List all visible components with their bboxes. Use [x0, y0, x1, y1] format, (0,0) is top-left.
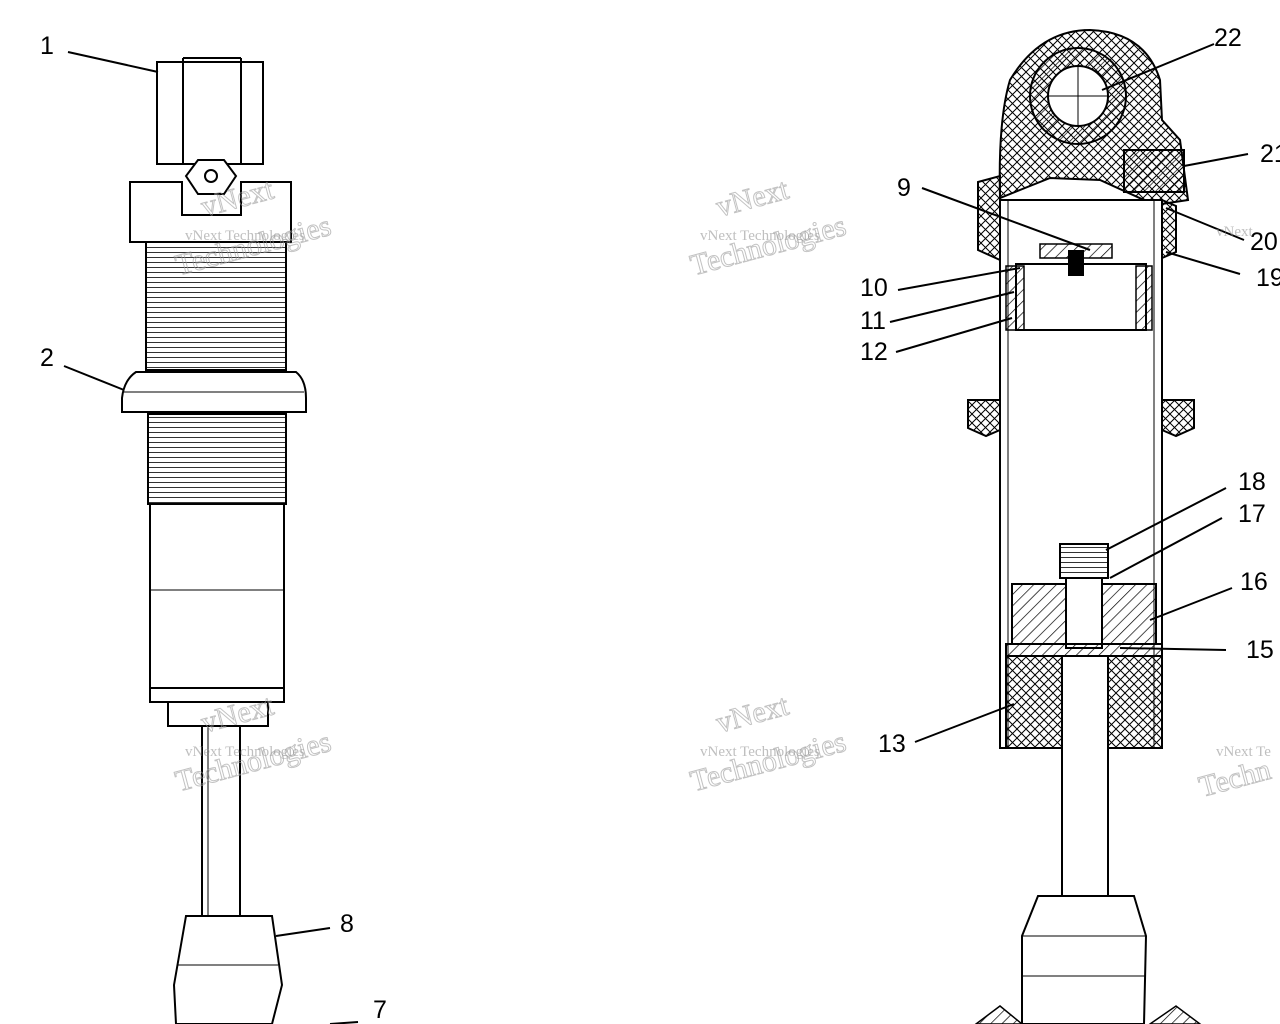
label-2: 2 — [40, 344, 54, 372]
svg-text:vNext: vNext — [713, 689, 793, 740]
label-18: 18 — [1238, 468, 1266, 496]
label-17: 17 — [1238, 500, 1266, 528]
grease-fitting — [184, 159, 238, 195]
label-22: 22 — [1214, 24, 1242, 52]
watermark-right-bottom: vNext Te Techn — [1195, 744, 1275, 804]
label-15: 15 — [1246, 636, 1274, 664]
svg-text:vNext: vNext — [1216, 224, 1253, 240]
svg-text:Technologies: Technologies — [687, 725, 850, 798]
bottom-bumper — [172, 915, 284, 1024]
section-rod — [1061, 655, 1109, 897]
shock-section-view — [967, 28, 1202, 1024]
label-13: 13 — [878, 730, 906, 758]
svg-text:Techn: Techn — [1195, 753, 1274, 804]
label-7: 7 — [373, 996, 387, 1024]
label-20: 20 — [1250, 228, 1278, 256]
watermark-right-top: vNext — [1216, 224, 1253, 240]
svg-text:vNext Technologies: vNext Technologies — [185, 744, 305, 760]
label-11: 11 — [860, 307, 886, 335]
svg-text:vNext Technologies: vNext Technologies — [700, 228, 820, 244]
label-12: 12 — [860, 338, 888, 366]
watermark-center-top: vNext vNext Technologies Technologies — [686, 172, 850, 283]
part-labels: 1 2 8 7 9 10 11 12 13 15 16 17 18 19 20 … — [40, 24, 1280, 1024]
label-19: 19 — [1256, 264, 1280, 292]
nitrogen-valve — [1123, 149, 1185, 193]
label-10: 10 — [860, 274, 888, 302]
threaded-body — [145, 241, 287, 371]
label-8: 8 — [340, 910, 354, 938]
label-1: 1 — [40, 32, 54, 60]
leader-lines — [63, 43, 1249, 1024]
svg-text:vNext Technologies: vNext Technologies — [185, 228, 305, 244]
piston-nut — [1059, 543, 1109, 579]
top-eyelet — [156, 61, 264, 165]
svg-text:vNext Technologies: vNext Technologies — [700, 744, 820, 760]
label-9: 9 — [897, 174, 911, 202]
shock-body — [149, 503, 285, 689]
label-21: 21 — [1260, 140, 1280, 168]
shock-exterior-view — [121, 57, 307, 1024]
watermark-center-bottom: vNext vNext Technologies Technologies — [686, 688, 850, 799]
label-16: 16 — [1240, 568, 1268, 596]
svg-text:vNext: vNext — [713, 173, 793, 224]
svg-text:vNext Te: vNext Te — [1216, 744, 1271, 760]
lower-threads — [147, 413, 287, 505]
svg-text:Technologies: Technologies — [172, 725, 335, 798]
svg-text:Technologies: Technologies — [687, 209, 850, 282]
